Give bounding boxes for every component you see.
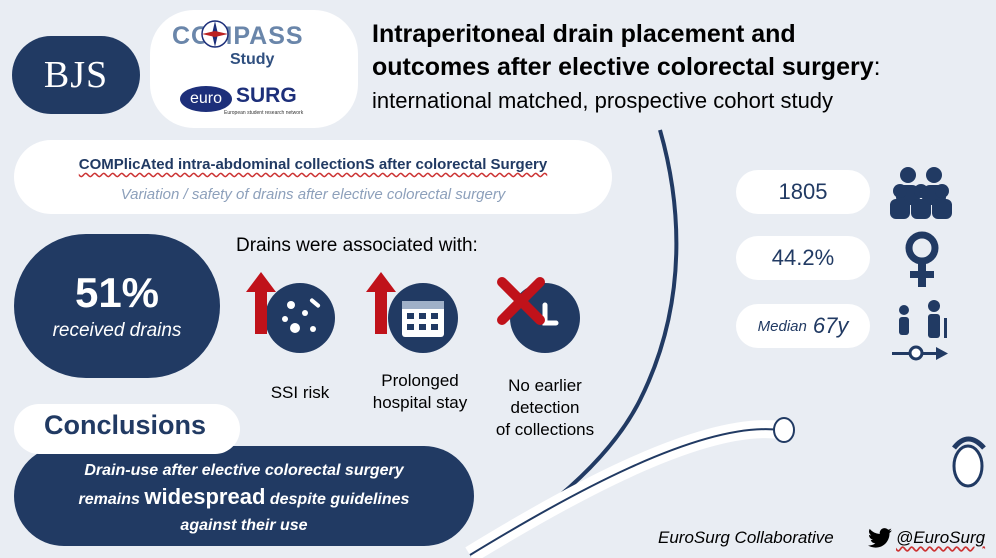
drain-percentage-label: received drains [52, 320, 182, 341]
conclusion-line-3: against their use [180, 517, 308, 534]
hospital-stay-line-2: hospital stay [372, 393, 468, 412]
calendar-icon [388, 283, 458, 353]
eurosurg-logo-surg: SURG [236, 84, 297, 107]
drain-percentage-badge: 51% received drains [14, 234, 220, 378]
ssi-risk-label: SSI risk [270, 383, 330, 402]
detection-line-3: of collections [495, 420, 595, 439]
page-title: Intraperitoneal drain placement and outc… [372, 18, 992, 84]
title-line-2: outcomes after elective colorectal surge… [372, 53, 874, 81]
age-icon [892, 300, 948, 361]
increase-arrow-icon [246, 272, 276, 334]
bacteria-icon [265, 283, 335, 353]
detection-label: No earlier detection of collections [480, 375, 610, 441]
female-icon [905, 231, 939, 287]
bjs-logo: BJS [12, 36, 140, 114]
detection-line-1: No earlier [508, 376, 582, 395]
group-icon [890, 167, 952, 219]
detection-line-2: detection [510, 398, 580, 417]
logo-panel [150, 10, 358, 128]
page-subtitle: international matched, prospective cohor… [372, 88, 834, 113]
median-age: Median 67y [736, 304, 870, 348]
conclusion-heading: Conclusions [44, 410, 207, 440]
study-acronym: COMPlicAted intra-abdominal collectionS … [78, 156, 548, 173]
cross-icon [497, 277, 545, 325]
female-percentage: 44.2% [736, 236, 870, 280]
eurosurg-logo-euro: euro [180, 86, 232, 112]
compass-study-label: Study [230, 51, 275, 68]
increase-arrow-icon [366, 272, 396, 334]
hospital-stay-line-1: Prolonged [381, 371, 459, 390]
title-colon: : [873, 53, 881, 81]
collaborative-credit: EuroSurg Collaborative [658, 528, 834, 547]
conclusion-line-1: Drain-use after elective colorectal surg… [84, 462, 404, 479]
study-tagline: Variation / safety of drains after elect… [120, 186, 506, 203]
association-heading: Drains were associated with: [236, 235, 478, 256]
conclusion-emphasis: widespread [144, 484, 266, 509]
conclusion-heading-box [14, 404, 240, 454]
drain-percentage: 51% [74, 269, 160, 316]
patients-count: 1805 [736, 170, 870, 214]
hospital-stay-label: Prolonged hospital stay [358, 370, 482, 414]
twitter-handle[interactable]: @EuroSurg [896, 528, 986, 547]
twitter-icon [868, 528, 892, 548]
eurosurg-tagline: European student research network [224, 110, 304, 116]
conclusion-line-2-pre: remains [78, 491, 140, 508]
study-banner [14, 140, 612, 214]
conclusion-panel [14, 446, 474, 546]
compass-logo: COMPASS [172, 22, 304, 50]
conclusion-line-2-post: despite guidelines [269, 491, 410, 508]
compass-star-icon [201, 20, 229, 48]
median-age-prefix: Median [757, 317, 807, 335]
median-age-value: 67y [812, 313, 849, 338]
conclusion-text: Drain-use after elective colorectal surg… [14, 458, 474, 539]
title-line-1: Intraperitoneal drain placement and [372, 20, 796, 48]
